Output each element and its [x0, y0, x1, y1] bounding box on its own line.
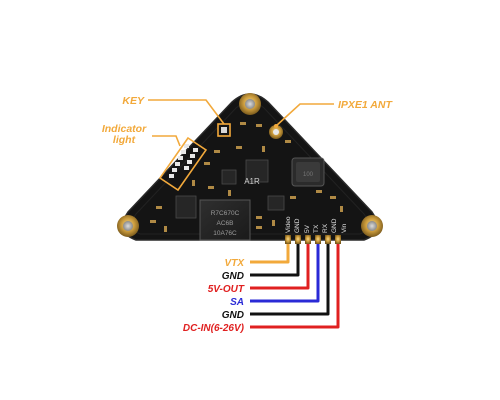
- pad-label-video: Video: [285, 216, 292, 233]
- mounting-hole-right: [361, 215, 383, 237]
- inductor-component: 100: [291, 157, 325, 187]
- chip-marking-3: 10A76C: [213, 230, 237, 237]
- indicator-leds: [169, 144, 198, 178]
- smd-components: [150, 122, 343, 232]
- mounting-hole-left: [117, 215, 139, 237]
- wire-label-gnd1: GND: [222, 271, 244, 282]
- indicator-highlight-box: [158, 136, 208, 192]
- wire-5v-out: [250, 244, 310, 290]
- antenna-label: IPXE1 ANT: [338, 99, 393, 111]
- board-model-label: A1R: [244, 177, 260, 186]
- pad-label-rx: RX: [322, 223, 329, 233]
- key-label: KEY: [122, 95, 145, 107]
- antenna-callout-dot: [274, 124, 278, 128]
- key-callout-line: [148, 99, 225, 125]
- wire-sa: [250, 244, 320, 303]
- wire-dc-in: [250, 244, 340, 329]
- pad-label-gnd2: GND: [331, 218, 338, 233]
- indicator-callout-line: [152, 135, 181, 147]
- wire-gnd2: [250, 244, 330, 316]
- ipex-antenna-connector: [269, 125, 283, 139]
- wire-label-vtx: VTX: [225, 258, 246, 269]
- antenna-callout-line: [275, 103, 334, 127]
- chip-marking-1: R7C670C: [211, 210, 240, 217]
- wire-label-dc-in: DC-IN(6-26V): [183, 323, 245, 334]
- svg-text:100: 100: [303, 172, 314, 178]
- indicator-label-line1: Indicator: [102, 123, 147, 135]
- indicator-label-line2: light: [113, 134, 136, 146]
- rf-chip: R7C670C AC6B 10A76C: [199, 199, 251, 241]
- wires: [250, 244, 340, 329]
- wire-label-gnd2: GND: [222, 310, 244, 321]
- pad-label-tx: TX: [313, 224, 320, 233]
- mounting-hole-top: [239, 93, 261, 115]
- wire-vtx: [250, 244, 290, 264]
- chip-marking-2: AC6B: [217, 220, 234, 227]
- pad-label-vin: Vin: [341, 223, 348, 233]
- wire-label-5v-out: 5V-OUT: [208, 284, 245, 295]
- wire-gnd1: [250, 244, 300, 277]
- solder-pads: [285, 235, 341, 244]
- pad-labels: Video GND 5V TX RX GND Vin: [285, 216, 348, 233]
- pad-label-5v: 5V: [304, 224, 311, 233]
- small-chips: [175, 159, 285, 219]
- pad-label-gnd1: GND: [294, 218, 301, 233]
- callout-lines: [148, 99, 334, 147]
- wire-label-sa: SA: [230, 297, 244, 308]
- wire-labels: VTX GND 5V-OUT SA GND DC-IN(6-26V): [183, 258, 245, 334]
